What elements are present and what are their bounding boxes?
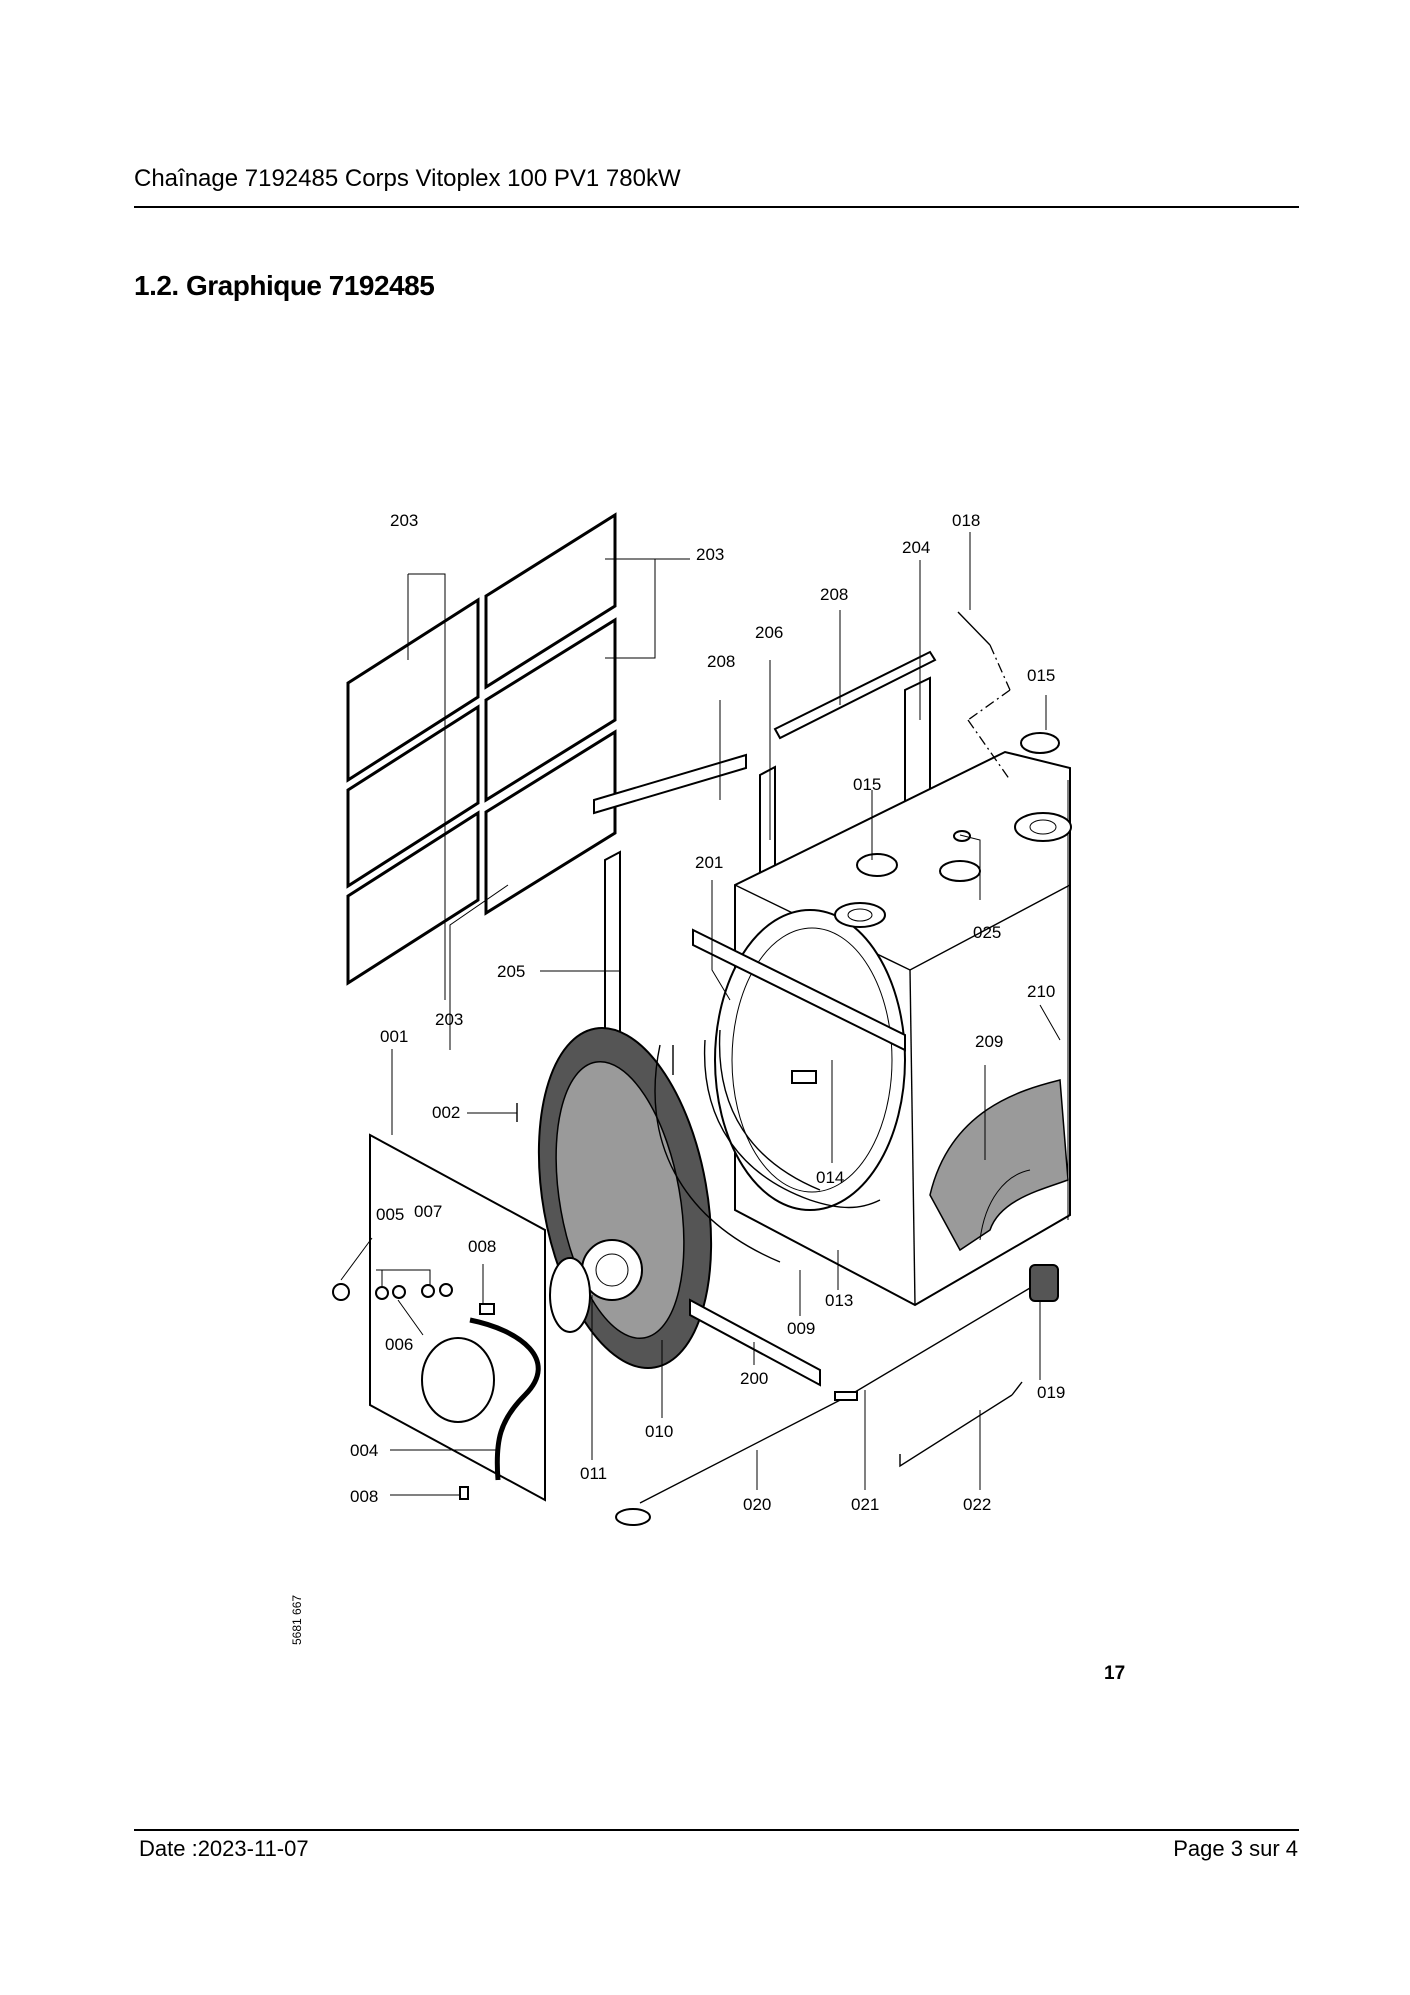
callout-013: 013 bbox=[825, 1291, 853, 1310]
callout-203-a: 203 bbox=[390, 511, 418, 530]
callout-203-b: 203 bbox=[696, 545, 724, 564]
figure-page-label: 17 bbox=[1104, 1663, 1126, 1684]
callout-205: 205 bbox=[497, 962, 525, 981]
footer-rule bbox=[134, 1829, 1299, 1831]
callout-008-b: 008 bbox=[350, 1487, 378, 1506]
callout-005: 005 bbox=[376, 1205, 404, 1224]
rail-208-right bbox=[773, 650, 937, 740]
callout-208-b: 208 bbox=[707, 652, 735, 671]
callout-001: 001 bbox=[380, 1027, 408, 1046]
callout-004: 004 bbox=[350, 1441, 378, 1460]
hoses bbox=[654, 1029, 881, 1263]
door-010 bbox=[537, 1027, 713, 1369]
callout-006: 006 bbox=[385, 1335, 413, 1354]
callout-015-a: 015 bbox=[1027, 666, 1055, 685]
document-header-title: Chaînage 7192485 Corps Vitoplex 100 PV1 … bbox=[134, 165, 681, 192]
insulation-panels-203 bbox=[346, 512, 617, 986]
rail-200 bbox=[689, 1298, 821, 1387]
front-plate-001 bbox=[369, 1133, 546, 1502]
callout-208-a: 208 bbox=[820, 585, 848, 604]
rail-208-left bbox=[593, 753, 747, 815]
callout-204: 204 bbox=[902, 538, 930, 557]
callout-203-c: 203 bbox=[435, 1010, 463, 1029]
drawing-code: 5681 667 bbox=[290, 1594, 304, 1645]
section-title: 1.2. Graphique 7192485 bbox=[134, 270, 435, 301]
callout-008-a: 008 bbox=[468, 1237, 496, 1256]
callout-206: 206 bbox=[755, 623, 783, 642]
callout-011: 011 bbox=[580, 1464, 607, 1483]
callout-022: 022 bbox=[963, 1495, 991, 1514]
callout-019: 019 bbox=[1037, 1383, 1065, 1402]
callout-002: 002 bbox=[432, 1103, 460, 1122]
callout-020: 020 bbox=[743, 1495, 771, 1514]
callout-009: 009 bbox=[787, 1319, 815, 1338]
callout-018: 018 bbox=[952, 511, 980, 530]
cleaning-rod-018 bbox=[957, 611, 991, 646]
callout-209: 209 bbox=[975, 1032, 1003, 1051]
small-parts bbox=[332, 1103, 518, 1500]
callout-015-b: 015 bbox=[853, 775, 881, 794]
callout-007: 007 bbox=[414, 1202, 442, 1221]
footer-date: Date :2023-11-07 bbox=[139, 1836, 309, 1861]
cleaning-tools bbox=[615, 1264, 1059, 1526]
callout-200: 200 bbox=[740, 1369, 768, 1388]
callout-labels: 203 203 203 018 204 208 206 208 015 015 … bbox=[350, 511, 1065, 1514]
flanges bbox=[834, 732, 1072, 928]
callout-021: 021 bbox=[851, 1495, 879, 1514]
header-rule bbox=[134, 206, 1299, 208]
callout-210: 210 bbox=[1027, 982, 1055, 1001]
footer-page-number: Page 3 sur 4 bbox=[1173, 1836, 1298, 1861]
callout-201: 201 bbox=[695, 853, 723, 872]
leader-lines bbox=[340, 532, 1061, 1496]
callout-025: 025 bbox=[973, 923, 1001, 942]
callout-010: 010 bbox=[645, 1422, 673, 1441]
boiler-body bbox=[692, 750, 1071, 1307]
callout-014: 014 bbox=[816, 1168, 844, 1187]
